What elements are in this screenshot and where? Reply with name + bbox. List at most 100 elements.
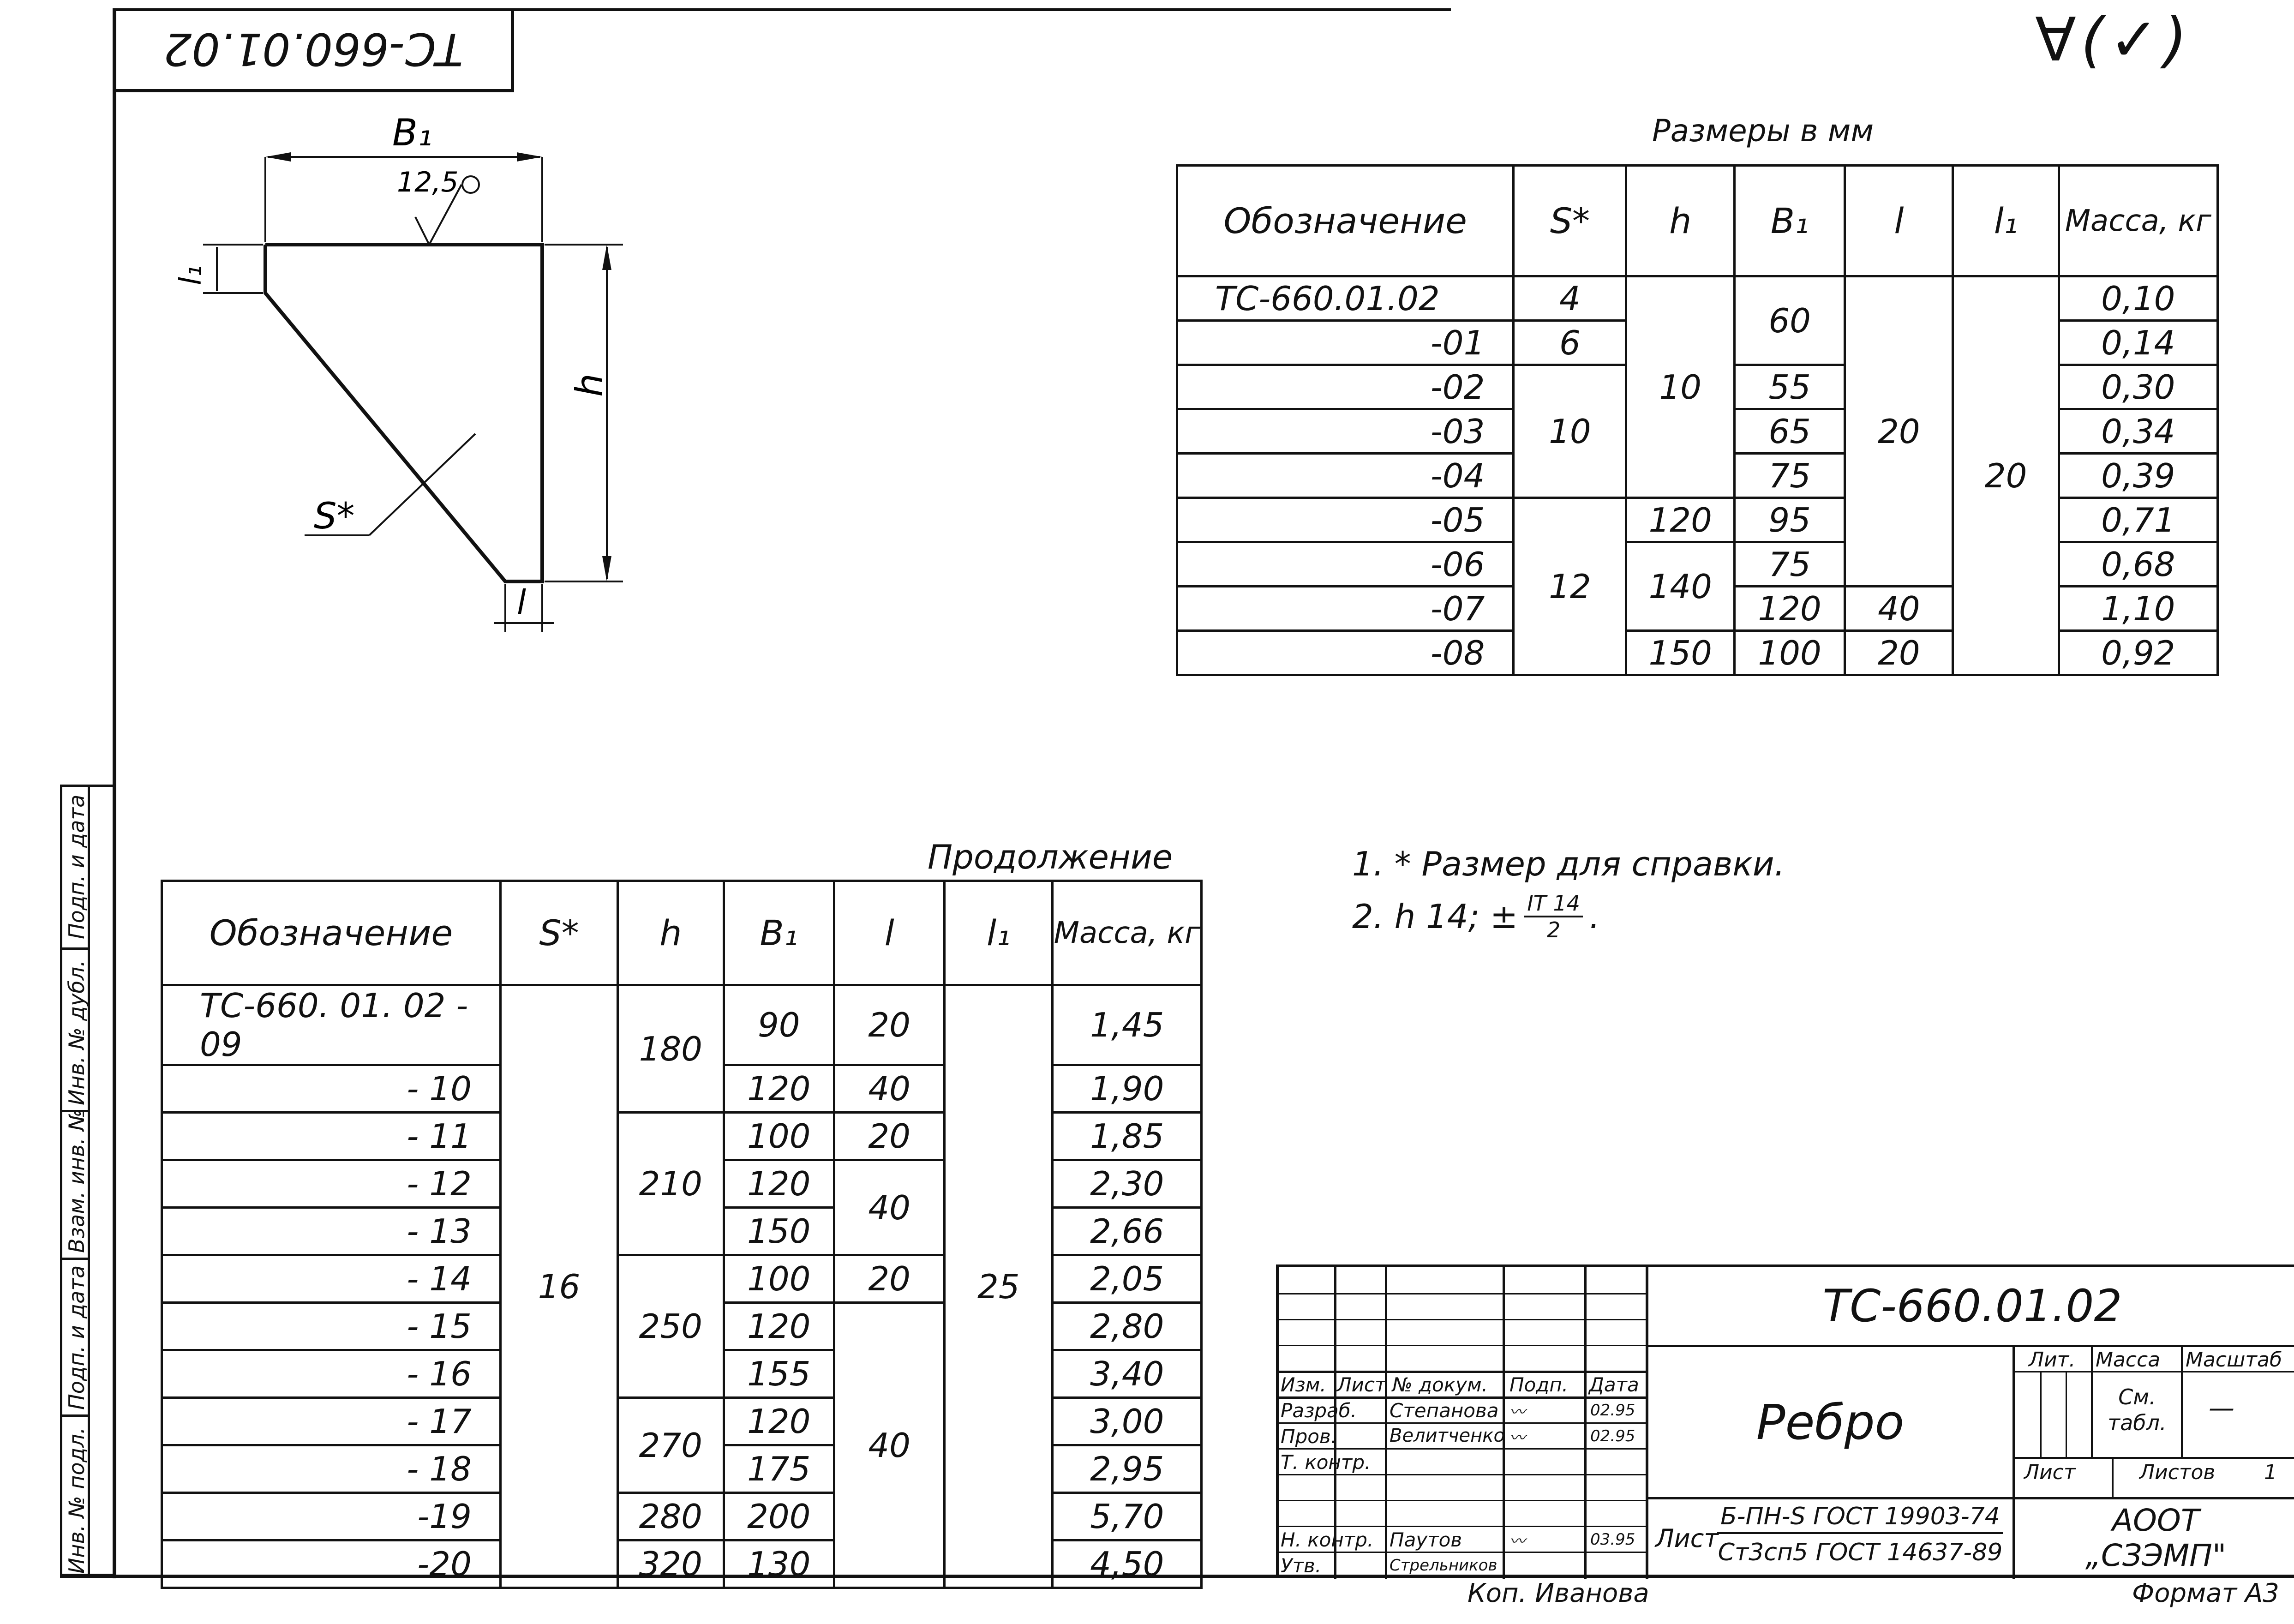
t1-h-3: 150	[1625, 629, 1736, 676]
t2-b1-5: 100	[722, 1254, 836, 1304]
t1-mass-2: 0,30	[2057, 364, 2219, 410]
t1-l-2: 20	[1844, 629, 1954, 676]
t1-des-4: -04	[1175, 452, 1515, 499]
t1-l-0: 20	[1844, 275, 1954, 587]
top-right-mark: ∀(✓)	[2035, 5, 2192, 75]
t2-mass-3: 2,30	[1051, 1159, 1203, 1209]
t1-des-8: -08	[1175, 629, 1515, 676]
tb-razrab-label: Разраб.	[1281, 1399, 1357, 1422]
copied-by: Коп. Иванова	[1467, 1578, 1649, 1608]
t2-des-10: -19	[161, 1492, 502, 1541]
t2-l-4: 20	[833, 1254, 946, 1304]
tb-prov-signature: 〰	[1509, 1429, 1525, 1447]
t2-des-3: - 12	[161, 1159, 502, 1209]
tb-prov-label: Пров.	[1281, 1425, 1337, 1448]
t1-header-s: S*	[1512, 164, 1628, 277]
t2-h-3: 270	[617, 1396, 725, 1494]
t2-b1-7: 155	[722, 1349, 836, 1399]
t2-l1-0: 25	[943, 984, 1054, 1589]
note-2-denominator: 2	[1546, 917, 1561, 942]
t1-des-3: -03	[1175, 408, 1515, 455]
tb-utv-name: Стрельников	[1390, 1556, 1497, 1575]
t1-header-l1: l₁	[1952, 164, 2060, 277]
tb-nkontr-label: Н. контр.	[1281, 1528, 1374, 1551]
frame-top-line	[113, 8, 1451, 11]
t2-h-5: 320	[617, 1539, 725, 1589]
t2-b1-2: 100	[722, 1111, 836, 1161]
t2-mass-0: 1,45	[1051, 984, 1203, 1066]
t2-mass-4: 2,66	[1051, 1206, 1203, 1256]
t2-mass-11: 4,50	[1051, 1539, 1203, 1589]
t2-header-b1: B₁	[722, 880, 836, 986]
tb-razrab-name: Степанова	[1390, 1399, 1499, 1422]
t1-mass-7: 1,10	[2057, 585, 2219, 632]
side-label-podp-data-top: Подп. и дата	[64, 794, 89, 939]
t1-s-2: 10	[1512, 364, 1628, 499]
t2-des-5: - 14	[161, 1254, 502, 1304]
t2-des-6: - 15	[161, 1301, 502, 1351]
t2-mass-2: 1,85	[1051, 1111, 1203, 1161]
t1-b1-6: 120	[1733, 585, 1846, 632]
tb-col-izm: Изм.	[1281, 1373, 1326, 1396]
t2-b1-1: 120	[722, 1064, 836, 1114]
tb-masshtab-label: Масштаб	[2186, 1348, 2282, 1372]
tb-tkontr-label: Т. контр.	[1281, 1451, 1371, 1474]
t1-b1-2: 65	[1733, 408, 1846, 455]
t2-header-l: l	[833, 880, 946, 986]
tb-list-label: Лист	[2024, 1461, 2076, 1484]
label-s: S*	[314, 496, 355, 537]
tb-razrab-date: 02.95	[1590, 1401, 1635, 1420]
t2-s-0: 16	[499, 984, 619, 1589]
t2-des-9: - 18	[161, 1444, 502, 1494]
t1-mass-3: 0,34	[2057, 408, 2219, 455]
tb-org-line1: АООТ	[2112, 1503, 2200, 1538]
t2-mass-1: 1,90	[1051, 1064, 1203, 1114]
note-1: 1. * Размер для справки.	[1352, 845, 1785, 883]
t2-l-0: 20	[833, 984, 946, 1066]
t2-h-1: 210	[617, 1111, 725, 1256]
tb-masshtab-value: —	[2209, 1393, 2234, 1423]
t2-b1-4: 150	[722, 1206, 836, 1256]
t1-header-designation: Обозначение	[1175, 164, 1515, 277]
t1-header-l: l	[1844, 164, 1954, 277]
t2-l-1: 40	[833, 1064, 946, 1114]
tb-code: ТС-660.01.02	[1822, 1280, 2122, 1332]
tb-col-list: Лист	[1337, 1373, 1386, 1396]
t1-des-2: -02	[1175, 364, 1515, 410]
t2-header-l1: l₁	[943, 880, 1054, 986]
t1-s-1: 6	[1512, 319, 1628, 366]
side-label-vzam-inv: Взам. инв. №	[64, 1109, 89, 1253]
t2-l-3: 40	[833, 1159, 946, 1256]
side-label-podp-data: Подп. и дата	[64, 1265, 89, 1410]
t1-des-5: -05	[1175, 497, 1515, 543]
stamp-code: ТС-660.01.02	[163, 23, 463, 75]
t2-des-2: - 11	[161, 1111, 502, 1161]
tb-prov-name: Велитченко	[1390, 1425, 1505, 1446]
t1-b1-0: 60	[1733, 275, 1846, 366]
tb-utv-label: Утв.	[1281, 1554, 1322, 1577]
t1-b1-7: 100	[1733, 629, 1846, 676]
t2-b1-3: 120	[722, 1159, 836, 1209]
tb-nkontr-date: 03.95	[1590, 1530, 1635, 1549]
t2-des-1: - 10	[161, 1064, 502, 1114]
tb-lit-label: Лит.	[2029, 1348, 2076, 1372]
tb-massa-label: Масса	[2096, 1348, 2161, 1372]
t1-h-0: 10	[1625, 275, 1736, 499]
label-l1: l₁	[174, 265, 208, 285]
table1-caption: Размеры в мм	[1652, 113, 1874, 149]
t2-mass-9: 2,95	[1051, 1444, 1203, 1494]
t2-des-4: - 13	[161, 1206, 502, 1256]
t1-header-mass: Масса, кг	[2057, 164, 2219, 277]
tb-nkontr-name: Паутов	[1390, 1528, 1462, 1551]
note-2: 2. h 14; ± IT 14 2 .	[1352, 891, 1600, 942]
tb-material-bottom: Ст3сп5 ГОСТ 14637-89	[1718, 1539, 2003, 1566]
tb-material-prefix: Лист	[1655, 1524, 1719, 1553]
size-table-1: Обозначение S* h B₁ l l₁ Масса, кг ТС-66…	[1175, 164, 2219, 676]
tb-listov-label: Листов	[2139, 1461, 2216, 1484]
side-label-inv-dubl: Инв. № дубл.	[64, 960, 89, 1105]
title-block: Изм. Лист № докум. Подп. Дата Разраб. Ст…	[1276, 1264, 2294, 1579]
size-table-2: Обозначение S* h B₁ l l₁ Масса, кг ТС-66…	[161, 880, 1203, 1589]
tb-material-top: Б-ПН-S ГОСТ 19903-74	[1717, 1503, 2003, 1534]
t1-mass-1: 0,14	[2057, 319, 2219, 366]
t2-h-0: 180	[617, 984, 725, 1114]
